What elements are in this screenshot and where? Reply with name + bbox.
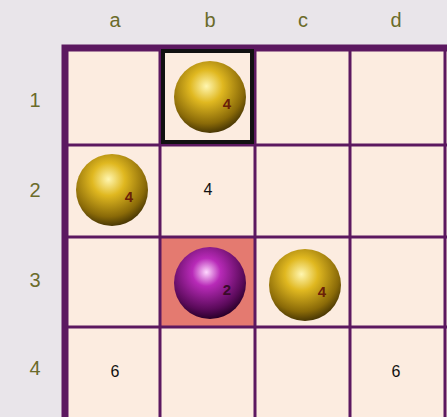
ball-number: 4	[223, 96, 231, 111]
ball-shape	[268, 248, 342, 322]
game-ball: 4	[173, 60, 247, 134]
column-label: a	[109, 10, 120, 30]
ball-number: 4	[125, 189, 133, 204]
column-label: c	[298, 10, 308, 30]
column-label: b	[204, 10, 215, 30]
game-ball: 4	[75, 153, 149, 227]
game-ball: 2	[173, 246, 247, 320]
game-ball: 4	[268, 248, 342, 322]
grid-lines	[65, 48, 447, 417]
ball-shape	[173, 60, 247, 134]
cell-number: 6	[392, 364, 401, 380]
cell-number: 6	[111, 364, 120, 380]
cell-number: 4	[204, 182, 213, 198]
row-label: 3	[29, 270, 40, 290]
ball-number: 4	[318, 284, 326, 299]
board-ground	[65, 48, 447, 417]
ball-shape	[75, 153, 149, 227]
board-border	[65, 48, 447, 417]
row-label: 4	[29, 358, 40, 378]
column-label: d	[390, 10, 401, 30]
row-label: 1	[29, 90, 40, 110]
selected-cell	[160, 237, 255, 327]
ball-shape	[173, 246, 247, 320]
ball-number: 2	[223, 282, 231, 297]
cursor-frame	[163, 51, 252, 142]
row-label: 2	[29, 180, 40, 200]
